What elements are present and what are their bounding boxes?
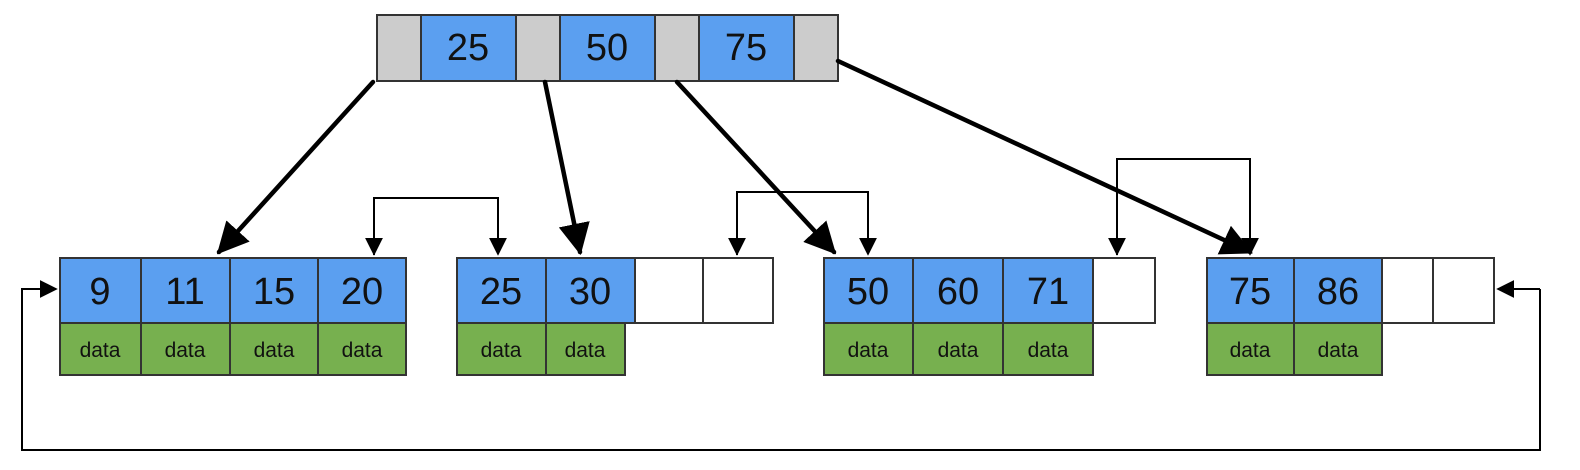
leaf2-empty-cell <box>702 257 774 324</box>
leaf3-data-label: data <box>938 339 979 362</box>
leaf1-data-label: data <box>80 339 121 362</box>
leaf2-key-cell <box>456 257 547 324</box>
root-node: 25 50 75 <box>376 14 839 82</box>
sibling-link-3-4 <box>1116 158 1259 256</box>
leaf4-key-label: 75 <box>1229 271 1271 313</box>
root-key-label: 50 <box>586 27 628 69</box>
leaf1-key-label: 20 <box>341 271 383 313</box>
leaf-node-4: 75 86 data data <box>1206 257 1495 376</box>
leaf3-empty-cell <box>1092 257 1156 324</box>
leaf2-data-label: data <box>481 339 522 362</box>
leaf3-key-cell <box>912 257 1004 324</box>
leaf1-key-label: 15 <box>253 271 295 313</box>
root-arrow-to-leaf-1 <box>216 79 376 255</box>
root-arrow-to-leaf-2 <box>542 79 590 256</box>
leaf1-data-label: data <box>254 339 295 362</box>
root-key-cell-0 <box>420 14 517 82</box>
root-key-cell-2 <box>698 14 795 82</box>
leaf3-key-label: 71 <box>1027 271 1069 313</box>
leaf4-data-label: data <box>1230 339 1271 362</box>
leaf2-key-label: 25 <box>480 271 522 313</box>
leaf-node-2: 25 30 data data <box>456 257 774 376</box>
leaf1-data-label: data <box>165 339 206 362</box>
leaf4-key-label: 86 <box>1317 271 1359 313</box>
root-arrow-to-leaf-4 <box>835 58 1253 255</box>
leaf1-key-label: 9 <box>89 271 110 313</box>
root-pointer-3 <box>793 14 839 82</box>
root-pointer-2 <box>654 14 700 82</box>
leaf2-key-label: 30 <box>569 271 611 313</box>
leaf3-data-cell <box>823 322 914 376</box>
leaf2-data-label: data <box>565 339 606 362</box>
leaf2-data-cell <box>545 322 626 376</box>
leaf3-key-label: 50 <box>847 271 889 313</box>
leaf-node-1: 9 11 15 20 data data data data <box>59 257 407 376</box>
leaf1-key-label: 11 <box>165 271 204 313</box>
leaf4-key-cell <box>1293 257 1383 324</box>
leaf3-data-cell <box>912 322 1004 376</box>
leaf4-data-cell <box>1293 322 1383 376</box>
leaf4-data-label: data <box>1318 339 1359 362</box>
leaf4-empty-cell <box>1432 257 1495 324</box>
leaf-node-3: 50 60 71 data data data <box>823 257 1156 376</box>
leaf1-data-label: data <box>342 339 383 362</box>
leaf4-key-cell <box>1206 257 1295 324</box>
leaf2-data-cell <box>456 322 547 376</box>
leaf4-empty-cell <box>1381 257 1434 324</box>
sibling-link-2-3 <box>736 191 877 256</box>
leaf3-data-cell <box>1002 322 1094 376</box>
leaf3-data-label: data <box>1028 339 1069 362</box>
loop-back-line <box>21 280 1541 451</box>
sibling-link-arrows <box>365 158 1259 256</box>
leaf1-data-cell <box>317 322 407 376</box>
leaf1-data-cell <box>140 322 231 376</box>
leaf3-key-cell <box>1002 257 1094 324</box>
leaf-loop-arrows <box>21 280 1541 451</box>
leaf3-data-label: data <box>848 339 889 362</box>
leaf2-empty-cell <box>634 257 704 324</box>
leaf1-key-cell <box>229 257 319 324</box>
root-key-label: 25 <box>447 27 489 69</box>
leaf1-data-cell <box>59 322 142 376</box>
leaf3-key-label: 60 <box>937 271 979 313</box>
leaf1-data-cell <box>229 322 319 376</box>
leaf3-key-cell <box>823 257 914 324</box>
sibling-link-1-2 <box>373 197 507 256</box>
root-pointer-1 <box>515 14 561 82</box>
root-key-label: 75 <box>725 27 767 69</box>
root-pointer-0 <box>376 14 422 82</box>
root-key-cell-1 <box>559 14 656 82</box>
root-arrow-to-leaf-3 <box>674 79 837 255</box>
root-child-arrows <box>216 58 1253 256</box>
